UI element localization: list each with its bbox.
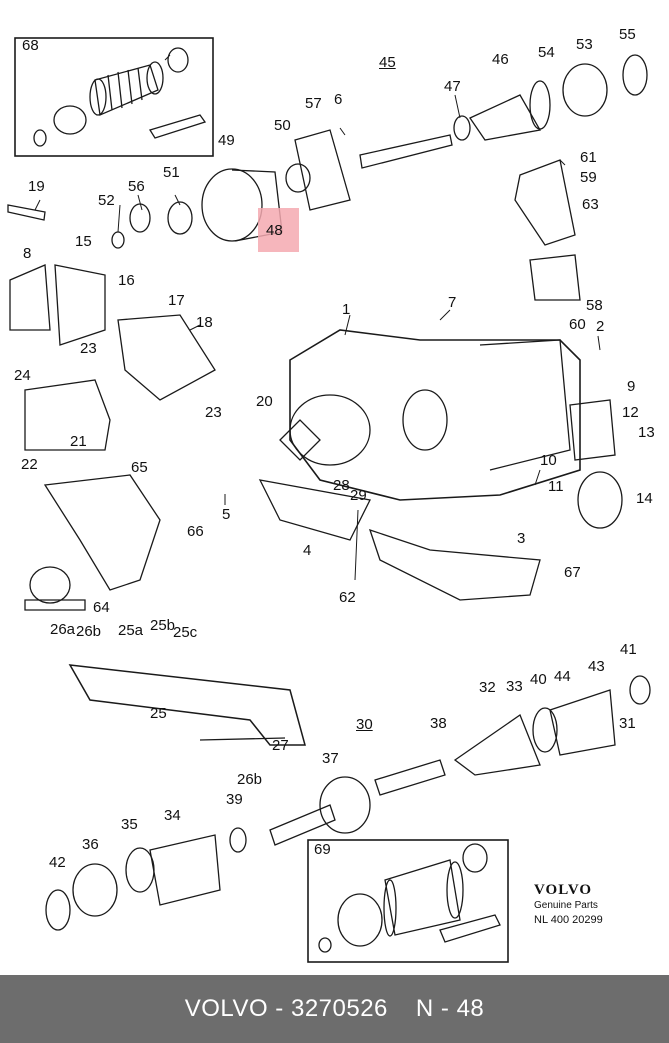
highlighted-callout: 48 <box>266 222 283 239</box>
callout-c46: 46 <box>492 51 509 68</box>
callout-c5: 5 <box>222 506 231 523</box>
footer-part-number: VOLVO - 3270526 <box>184 995 388 1022</box>
callout-c17: 17 <box>168 292 185 309</box>
mount-brackets-drawing <box>9 159 623 611</box>
callout-c6: 6 <box>334 91 343 108</box>
callout-c50: 50 <box>274 117 291 134</box>
callout-c47: 47 <box>444 78 461 95</box>
callout-c67: 67 <box>564 564 581 581</box>
callout-c62: 62 <box>339 589 356 606</box>
callout-c54: 54 <box>538 44 555 61</box>
callout-c25a: 25a <box>118 622 144 639</box>
callout-c11: 11 <box>548 478 564 495</box>
boot-kit-68-drawing <box>33 47 207 147</box>
callout-c25b: 25b <box>150 617 176 634</box>
callout-c9: 9 <box>627 378 636 395</box>
callout-c23b: 23 <box>205 404 222 421</box>
gearbox-drawing <box>258 329 581 541</box>
callout-c36: 36 <box>82 836 99 853</box>
callout-c18: 18 <box>196 314 213 331</box>
callout-c26b: 26b <box>76 623 102 640</box>
brand-block: VOLVO Genuine Parts NL 400 20299 <box>534 882 624 926</box>
callout-c49: 49 <box>218 132 235 149</box>
callout-c29: 29 <box>350 487 367 504</box>
callout-c40: 40 <box>530 671 547 688</box>
callout-c35: 35 <box>121 816 138 833</box>
callout-c28: 28 <box>333 477 350 494</box>
callout-c38: 38 <box>430 715 447 732</box>
brand-subtitle: Genuine Parts <box>534 900 598 911</box>
callout-c68: 68 <box>22 37 39 54</box>
callout-c51: 51 <box>163 164 180 181</box>
callout-c20: 20 <box>256 393 273 410</box>
callout-c4: 4 <box>303 542 312 559</box>
diagram-drawing <box>7 37 651 963</box>
callout-c66: 66 <box>187 523 204 540</box>
callout-c25c: 25c <box>173 624 198 641</box>
callout-c2: 2 <box>596 318 605 335</box>
callout-c31: 31 <box>619 715 636 732</box>
callout-c27: 27 <box>272 737 289 754</box>
callout-c1: 1 <box>342 301 351 318</box>
footer-position: N - 48 <box>415 995 485 1022</box>
callout-c61: 61 <box>580 149 597 166</box>
callout-c44: 44 <box>554 668 571 685</box>
callout-c42: 42 <box>49 854 66 871</box>
callout-c22: 22 <box>21 456 38 473</box>
callout-c8: 8 <box>23 245 32 262</box>
callout-c32: 32 <box>479 679 496 696</box>
callout-c57: 57 <box>305 95 322 112</box>
diagram-code: NL 400 20299 <box>534 914 603 926</box>
callout-c19: 19 <box>28 178 45 195</box>
callout-c26a: 26a <box>50 621 76 638</box>
callout-c24: 24 <box>14 367 31 384</box>
callout-c7: 7 <box>448 294 457 311</box>
callout-c16: 16 <box>118 272 135 289</box>
callout-c34: 34 <box>164 807 181 824</box>
callout-c3: 3 <box>517 530 526 547</box>
callout-c33: 33 <box>506 678 523 695</box>
bottom-shaft-drawing <box>45 675 651 931</box>
highlight-box <box>258 208 299 252</box>
callout-c53: 53 <box>576 36 593 53</box>
callout-c59: 59 <box>580 169 597 186</box>
callout-c39: 39 <box>226 791 243 808</box>
callout-c25: 25 <box>150 705 167 722</box>
callout-c13: 13 <box>638 424 655 441</box>
callout-c52: 52 <box>98 192 115 209</box>
kit-box-68 <box>14 37 214 157</box>
callout-c37: 37 <box>322 750 339 767</box>
leader-lines <box>34 54 601 581</box>
callout-c30: 30 <box>356 716 373 733</box>
callout-c60: 60 <box>569 316 586 333</box>
kit-box-69 <box>307 839 509 963</box>
callout-c64: 64 <box>93 599 110 616</box>
callout-c26b2: 26b <box>237 771 263 788</box>
callout-c15: 15 <box>75 233 92 250</box>
callout-c14: 14 <box>636 490 653 507</box>
callout-c12: 12 <box>622 404 639 421</box>
callout-c63: 63 <box>582 196 599 213</box>
boot-kit-69-drawing <box>318 843 501 953</box>
callout-c45: 45 <box>379 54 396 71</box>
cross-member-drawing <box>68 664 306 746</box>
callout-c58: 58 <box>586 297 603 314</box>
callout-c56: 56 <box>128 178 145 195</box>
callout-c10: 10 <box>540 452 557 469</box>
callout-c21: 21 <box>70 433 87 450</box>
callout-c23a: 23 <box>80 340 97 357</box>
callout-c41: 41 <box>620 641 637 658</box>
callout-c65: 65 <box>131 459 148 476</box>
callout-c55: 55 <box>619 26 636 43</box>
callout-c69: 69 <box>314 841 331 858</box>
footer-bar: VOLVO - 3270526 N - 48 <box>0 975 669 1043</box>
volvo-logo: VOLVO <box>534 882 593 898</box>
callout-c43: 43 <box>588 658 605 675</box>
